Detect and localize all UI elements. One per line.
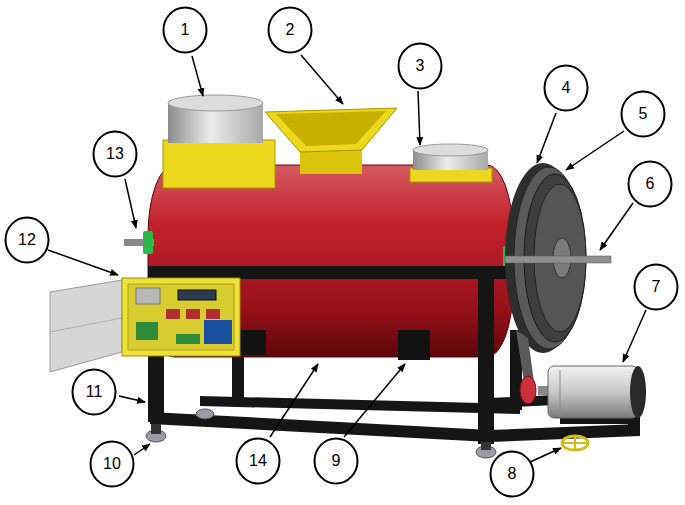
shaft [505,256,611,263]
callout-circle: 1 [162,6,208,54]
handwheel [574,437,576,449]
callout-number: 5 [639,105,648,123]
motor [548,366,638,418]
controller-board [204,320,232,344]
circle-outline [315,439,358,484]
callout-number: 14 [249,452,267,470]
support-block [398,330,430,360]
leader-line [344,364,405,437]
bearing [143,231,153,254]
caster [151,424,161,434]
callout-circle: 13 [92,130,138,178]
inlet-cylinder [168,95,263,111]
display [178,290,216,300]
control-panel [122,278,240,356]
motor [630,366,646,418]
circle-outline [399,44,442,89]
inlet-base [163,140,275,188]
callout-circle: 9 [313,437,359,485]
leader-line [600,203,633,250]
outlet-cylinder [413,144,488,156]
circle-outline [73,370,116,415]
belt [516,330,534,382]
leader-line [192,56,203,96]
callout-number: 7 [652,278,661,296]
frame-rail [148,266,510,279]
caster [481,442,491,450]
panel-door [50,280,122,372]
callout-number: 9 [332,452,341,470]
callout-circle: 12 [4,216,50,264]
circle-outline [491,452,534,497]
leader-line [270,364,318,437]
callout-circle: 5 [620,90,666,138]
panel-door [50,318,122,332]
relay [186,309,200,319]
callout-circle: 6 [627,160,673,208]
leader-line [125,179,136,228]
circle-outline [6,218,49,263]
callout-circle: 8 [489,450,535,498]
callout-number: 3 [416,57,425,75]
leader-line [418,91,420,145]
callout-circle: 14 [235,437,281,485]
circle-outline [237,439,280,484]
hopper [276,111,386,146]
callout-circle: 2 [267,6,313,54]
circle-outline [635,265,678,310]
leader-line [301,55,343,104]
leader-line [530,448,561,462]
circle-outline [94,132,137,177]
relay [166,309,180,319]
leader-line [48,250,118,275]
breaker [136,288,160,304]
callout-circle: 4 [543,64,589,112]
handwheel [562,436,588,450]
callout-number: 4 [562,79,571,97]
support-block [238,330,266,355]
callout-number: 8 [508,465,517,483]
callout-number: 12 [18,231,36,249]
circle-outline [629,162,672,207]
callout-circle: 10 [89,440,135,488]
circuit-board [136,322,158,340]
leader-lines [48,55,646,462]
callout-number: 11 [86,383,103,401]
leader-line [623,310,646,362]
hopper [265,108,397,152]
callout-number: 13 [106,145,124,163]
callout-number: 6 [646,175,655,193]
leader-line [537,113,556,163]
motor [560,370,561,414]
circle-outline [91,442,134,487]
callout-circle: 3 [397,42,443,90]
frame-leg [478,276,494,444]
frame-rail [200,396,520,414]
relay [206,309,220,319]
callout-number: 2 [286,21,295,39]
circle-outline [545,66,588,111]
coupling [520,376,536,404]
leader-line [134,444,150,455]
callout-circle: 11 [71,368,117,416]
circle-outline [622,92,665,137]
callout-number: 1 [181,21,190,39]
callout-number: 10 [103,455,121,473]
control-panel [128,284,234,350]
callout-circle: 7 [633,263,679,311]
circle-outline [269,8,312,53]
caster [196,409,214,419]
leader-line [566,131,624,170]
leader-line [119,396,145,402]
circle-outline [164,8,207,53]
outlet-base [410,168,492,182]
circuit-board [176,334,200,344]
